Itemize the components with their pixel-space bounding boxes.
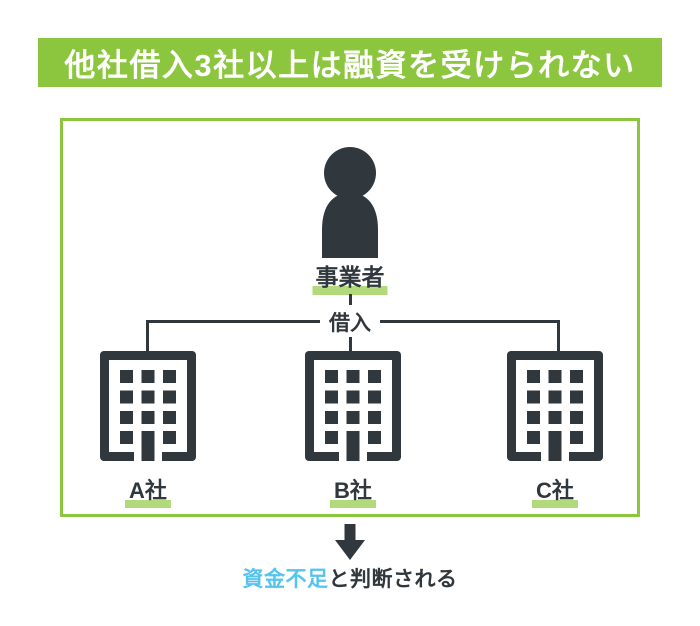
company-b-label: B社 xyxy=(330,473,376,508)
person-silhouette-icon xyxy=(312,146,388,258)
business-operator-label: 事業者 xyxy=(313,258,388,295)
company-a-label: A社 xyxy=(125,473,171,508)
company-b-group: B社 xyxy=(305,351,401,508)
connector-drop-right xyxy=(557,320,560,351)
building-icon xyxy=(305,351,401,466)
building-icon xyxy=(507,351,603,466)
down-arrow-icon xyxy=(335,524,365,560)
diagram-box: 事業者 借入 A社 xyxy=(60,118,640,517)
building-icon xyxy=(100,351,196,466)
connector-tick-middle xyxy=(348,334,352,351)
conclusion-caption: 資金不足と判断される xyxy=(0,563,700,593)
conclusion-rest-text: と判断される xyxy=(328,568,458,591)
connector-drop-left xyxy=(146,320,149,351)
conclusion-highlight-text: 資金不足 xyxy=(242,568,329,591)
title-text: 他社借入3社以上は融資を受けられない xyxy=(64,48,636,83)
borrowing-label: 借入 xyxy=(320,307,380,337)
company-c-label: C社 xyxy=(532,473,578,508)
title-banner: 他社借入3社以上は融資を受けられない xyxy=(38,38,662,87)
connector-tick-top xyxy=(348,294,352,305)
company-c-group: C社 xyxy=(507,351,603,508)
company-a-group: A社 xyxy=(100,351,196,508)
